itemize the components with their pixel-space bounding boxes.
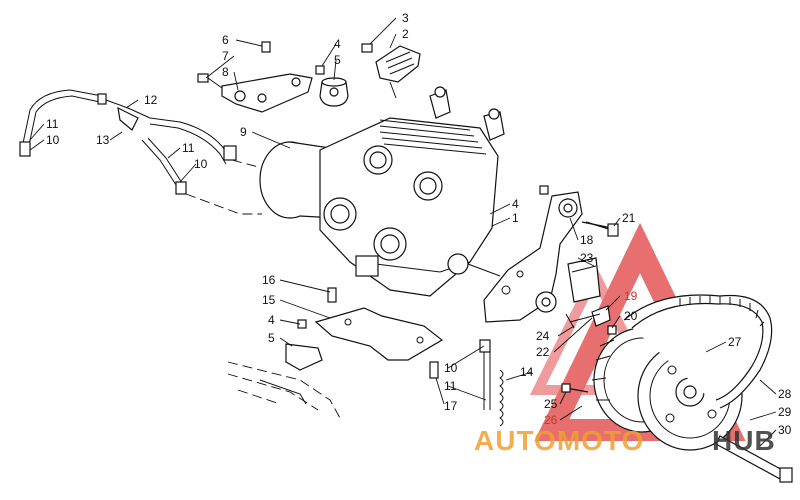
hardware-bolts (565, 305, 617, 335)
watermark-text: AUTOMOTO HUB (474, 425, 776, 456)
callout-21: 21 (622, 211, 636, 225)
callout-11-low: 11 (444, 379, 457, 393)
bolt-21 (585, 221, 619, 237)
callout-10-low: 10 (444, 361, 458, 375)
callout-4-top: 4 (334, 37, 341, 51)
mount-damper-lower (285, 343, 323, 371)
callout-11-mid: 11 (182, 141, 195, 155)
callout-28: 28 (778, 387, 792, 401)
callout-8: 8 (222, 65, 229, 79)
callout-23: 23 (580, 251, 594, 265)
callout-15: 15 (262, 293, 276, 307)
callout-30: 30 (778, 423, 792, 437)
callout-10-mid: 10 (194, 157, 208, 171)
callout-10-left: 10 (46, 133, 60, 147)
callout-24: 24 (536, 329, 550, 343)
clutch-bolt (715, 435, 793, 483)
oil-pump (355, 255, 379, 277)
callout-29: 29 (778, 405, 792, 419)
callout-3: 3 (402, 11, 409, 25)
callout-12: 12 (144, 93, 158, 107)
callout-13: 13 (96, 133, 110, 147)
fuel-line-connector (19, 141, 31, 157)
callout-1: 1 (512, 211, 519, 225)
mount-bolt (261, 41, 271, 53)
exhaust-hardware (429, 339, 504, 427)
callout-5-top: 5 (334, 53, 341, 67)
engine-mount-damper (315, 65, 349, 107)
ignition-coil (361, 43, 421, 99)
engine-block (259, 86, 505, 297)
fuel-tee-fitting (117, 106, 139, 131)
callout-9: 9 (240, 125, 247, 139)
callout-7: 7 (222, 49, 229, 63)
callout-19: 19 (624, 289, 638, 303)
fuel-line-assembly (19, 89, 263, 215)
callout-25: 25 (544, 397, 558, 411)
fuel-clamp-2 (223, 145, 237, 161)
fuel-clamp (97, 93, 107, 105)
watermark-automoto: AUTOMOTO (474, 425, 644, 456)
callout-labels: 3 2 4 5 6 7 8 9 12 11 10 13 11 10 4 1 21… (46, 11, 792, 437)
side-mount-bracket (483, 185, 613, 323)
callout-18: 18 (580, 233, 594, 247)
callout-4-right: 4 (512, 197, 519, 211)
engine-mount-bracket-upper (197, 41, 313, 113)
callout-11-left: 11 (46, 117, 59, 131)
watermark-hub: HUB (712, 425, 776, 456)
drive-clutch (591, 327, 743, 451)
callout-2: 2 (402, 27, 409, 41)
callout-26: 26 (544, 413, 558, 427)
intake-ports (323, 145, 443, 261)
fuel-clamp-3 (175, 181, 187, 195)
callout-17: 17 (444, 399, 458, 413)
callout-16: 16 (262, 273, 276, 287)
spark-plug-caps (429, 86, 505, 141)
callout-27: 27 (728, 335, 742, 349)
leader-lines (29, 17, 777, 447)
cylinder-head-fins (379, 119, 487, 155)
callout-6: 6 (222, 33, 229, 47)
callout-22: 22 (536, 345, 550, 359)
callout-14: 14 (520, 365, 534, 379)
mount-plate (567, 257, 601, 303)
lower-mount-plate (285, 287, 444, 371)
drive-belt (623, 294, 773, 409)
crank-output (447, 253, 469, 275)
frame-rail (227, 361, 341, 419)
callout-4-low: 4 (268, 313, 275, 327)
callout-5-low: 5 (268, 331, 275, 345)
callout-20: 20 (624, 309, 638, 323)
